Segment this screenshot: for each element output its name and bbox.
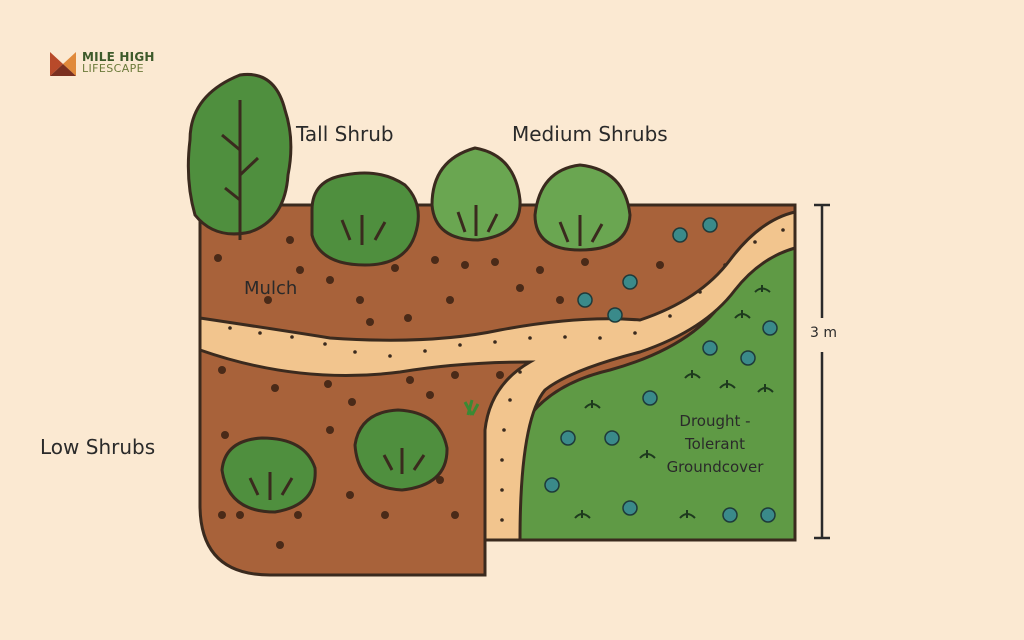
tall-shrub-label: Tall Shrub bbox=[296, 122, 394, 146]
low-shrubs-label: Low Shrubs bbox=[40, 435, 156, 459]
path-gravel-dots bbox=[228, 228, 785, 522]
low-shrub-2 bbox=[353, 408, 449, 492]
mulch-label: Mulch bbox=[244, 278, 298, 299]
dimension-marker bbox=[814, 203, 830, 540]
groundcover-label: Drought - Tolerant Groundcover bbox=[640, 410, 790, 479]
dimension-label: 3 m bbox=[810, 325, 837, 341]
medium-shrubs-label: Medium Shrubs bbox=[512, 122, 668, 146]
tall-shrub bbox=[186, 72, 293, 240]
low-shrub-1 bbox=[220, 436, 317, 514]
groundcover-label-line3: Groundcover bbox=[666, 458, 764, 476]
garden-path bbox=[198, 210, 797, 542]
groundcover-label-line1: Drought - bbox=[679, 412, 751, 430]
brand-name-line2: LIFESCAPE bbox=[82, 62, 145, 75]
groundcover-flowers bbox=[544, 217, 778, 523]
mountain-logo-icon bbox=[50, 52, 76, 76]
medium-shrub-light-2 bbox=[533, 163, 632, 252]
medium-shrub-dark bbox=[310, 171, 420, 267]
seedling-sprout bbox=[463, 399, 480, 416]
mulch-dots bbox=[214, 236, 664, 549]
brand-name-line1: MILE HIGH bbox=[82, 50, 155, 64]
medium-shrub-light-1 bbox=[430, 146, 522, 242]
groundcover-label-line2: Tolerant bbox=[685, 435, 745, 453]
brand-logo: MILE HIGH LIFESCAPE bbox=[50, 50, 155, 76]
groundcover-sprouts bbox=[574, 285, 774, 519]
